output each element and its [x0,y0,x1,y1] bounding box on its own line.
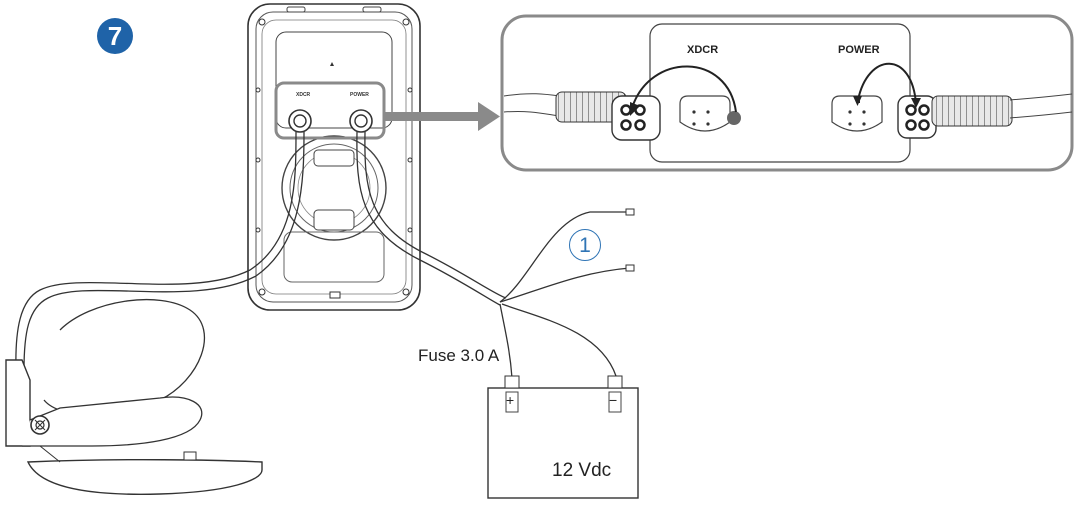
cables [15,131,631,416]
xdcr-port-label: XDCR [687,44,719,56]
transducer [5,359,263,495]
battery-positive-sign: + [506,392,515,408]
device-xdcr-label: XDCR [296,92,311,98]
step-number-badge: 7 [97,18,133,54]
connector-detail [500,14,1074,172]
battery [487,375,639,499]
zoom-arrow [384,102,500,131]
battery-voltage-label: 12 Vdc [552,460,612,481]
device-back [247,3,421,311]
fuse-label: Fuse 3.0 A [418,346,500,365]
wire-ends [625,208,635,272]
callout-1: 1 [569,229,601,261]
device-power-label: POWER [350,92,369,98]
power-port-label: POWER [838,44,880,56]
battery-negative-sign: − [609,392,618,408]
